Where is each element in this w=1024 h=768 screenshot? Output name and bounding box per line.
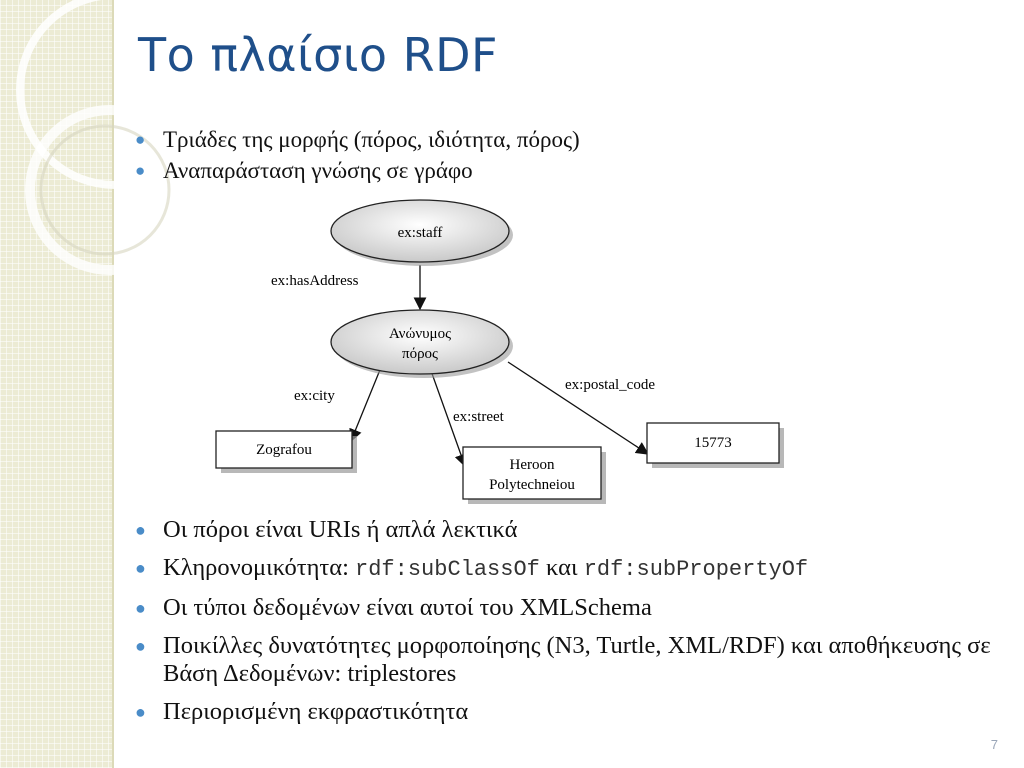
node-heroon-label-2: Polytechneiou xyxy=(489,477,575,493)
list-item: ● Οι τύποι δεδομένων είναι αυτοί του XMLS… xyxy=(130,594,1010,622)
node-postal-label: 15773 xyxy=(694,435,732,451)
bullet-icon: ● xyxy=(135,598,146,618)
bullet-text: Περιορισμένη εκφραστικότητα xyxy=(163,698,469,725)
list-item: ● Ποικίλλες δυνατότητες μορφοποίησης (N3,… xyxy=(130,632,1010,688)
edge-label-has-address: ex:hasAddress xyxy=(271,273,359,289)
node-staff-label: ex:staff xyxy=(398,225,443,241)
rdf-graph-diagram: ex:staff Ανώνυμος πόρος Zografou Heroon … xyxy=(208,190,808,510)
edge-postal-code xyxy=(507,361,650,455)
bullet-text: Οι τύποι δεδομένων είναι αυτοί του XMLSc… xyxy=(163,594,652,621)
node-anonymous-label-2: πόρος xyxy=(402,346,438,362)
node-anonymous-label-1: Ανώνυμος xyxy=(389,326,451,342)
bullet-text: Ποικίλλες δυνατότητες μορφοποίησης (N3, … xyxy=(163,632,991,687)
bullet-icon: ● xyxy=(135,130,146,149)
node-anonymous xyxy=(330,309,510,375)
top-bullet-list: ● Τριάδες της μορφής (πόρος, ιδιότητα, πό… xyxy=(130,126,1010,188)
code-subclassof: rdf:subClassOf xyxy=(355,557,540,582)
list-item: ● Αναπαράσταση γνώσης σε γράφο xyxy=(130,157,1010,184)
slide-title: Το πλαίσιο RDF xyxy=(138,28,498,82)
bullet-text: Αναπαράσταση γνώσης σε γράφο xyxy=(163,158,473,183)
bullet-icon: ● xyxy=(135,520,146,540)
code-subpropertyof: rdf:subPropertyOf xyxy=(583,557,809,582)
edge-label-postal-code: ex:postal_code xyxy=(565,377,655,393)
bullet-icon: ● xyxy=(135,636,146,656)
node-heroon-label-1: Heroon xyxy=(510,457,555,473)
edge-label-city: ex:city xyxy=(294,388,335,404)
bullet-text: Τριάδες της μορφής (πόρος, ιδιότητα, πόρ… xyxy=(163,127,580,152)
list-item: ● Περιορισμένη εκφραστικότητα xyxy=(130,698,1010,726)
bullet-text-middle: και xyxy=(539,554,584,581)
list-item: ● Τριάδες της μορφής (πόρος, ιδιότητα, πό… xyxy=(130,126,1010,153)
node-postal xyxy=(646,422,780,464)
edge-label-street: ex:street xyxy=(453,409,505,425)
node-zografou-label: Zografou xyxy=(256,442,312,458)
decorative-sidebar xyxy=(0,0,114,768)
bullet-icon: ● xyxy=(135,702,146,722)
bottom-bullet-list: ● Οι πόροι είναι URIs ή απλά λεκτικά ● Κλη… xyxy=(130,516,1010,736)
node-staff xyxy=(330,199,510,263)
bullet-icon: ● xyxy=(135,558,146,578)
node-zografou xyxy=(215,430,353,469)
page-number: 7 xyxy=(990,737,998,752)
bullet-text-prefix: Κληρονομικότητα: xyxy=(163,554,356,581)
bullet-icon: ● xyxy=(135,161,146,180)
list-item: ● Οι πόροι είναι URIs ή απλά λεκτικά xyxy=(130,516,1010,544)
bullet-text: Οι πόροι είναι URIs ή απλά λεκτικά xyxy=(163,516,518,543)
list-item: ● Κληρονομικότητα: rdf:subClassOf και rdf… xyxy=(130,554,1010,584)
node-heroon xyxy=(462,446,602,500)
edge-street xyxy=(429,367,468,468)
